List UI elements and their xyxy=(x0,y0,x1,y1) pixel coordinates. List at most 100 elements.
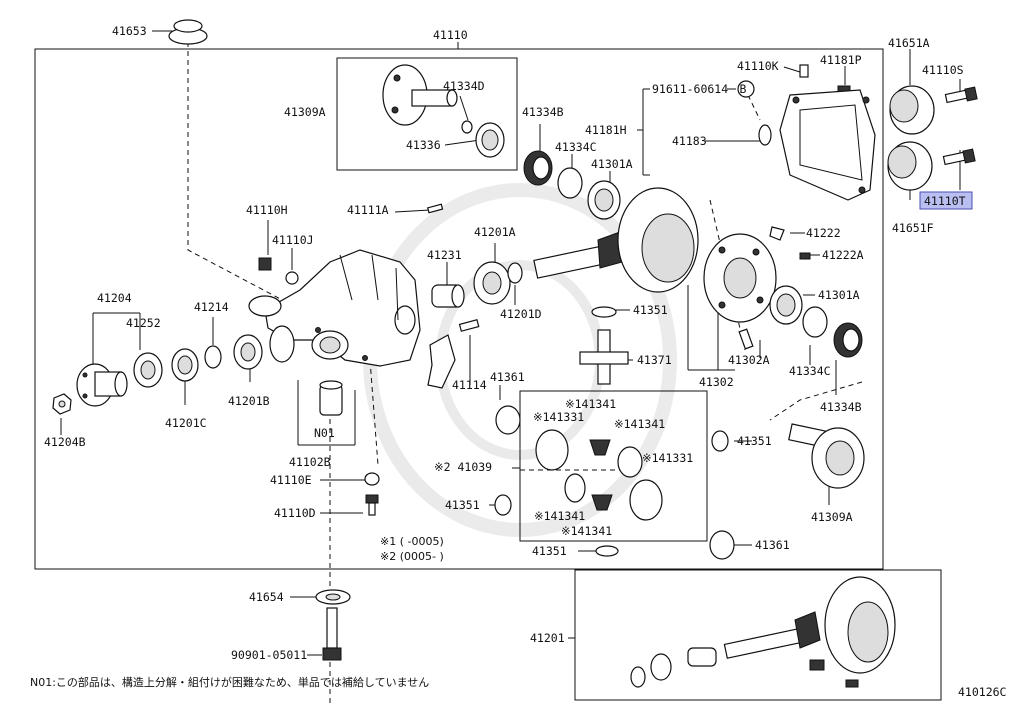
main-assembly-frame xyxy=(34,48,884,570)
label-41111a[interactable]: 41111A xyxy=(347,203,389,217)
label-41204b[interactable]: 41204B xyxy=(44,435,86,449)
thrust-washer-41351-top xyxy=(591,306,617,318)
label-41252[interactable]: 41252 xyxy=(126,316,161,330)
label-41181h[interactable]: 41181H xyxy=(585,123,627,137)
plug-41110h-shape xyxy=(258,257,272,271)
label-41351-top[interactable]: 41351 xyxy=(633,303,668,317)
label-41204[interactable]: 41204 xyxy=(97,291,132,305)
label-41110d[interactable]: 41110D xyxy=(274,506,316,520)
label-141341-c[interactable]: ※141341 xyxy=(534,509,585,523)
label-41334c-top[interactable]: 41334C xyxy=(555,140,597,154)
label-41183[interactable]: 41183 xyxy=(672,134,707,148)
differential-pinion-frame xyxy=(519,390,708,542)
label-41302[interactable]: 41302 xyxy=(699,375,734,389)
thrust-washer-41351-left xyxy=(494,494,512,516)
label-41222[interactable]: 41222 xyxy=(806,226,841,240)
shim-41334c-mid-shape xyxy=(802,306,828,338)
label-141341-b[interactable]: ※141341 xyxy=(614,417,665,431)
label-141331-a[interactable]: ※141331 xyxy=(533,410,584,424)
label-41361-top[interactable]: 41361 xyxy=(490,370,525,384)
label-41039[interactable]: ※2 41039 xyxy=(434,460,492,474)
race-41334b-top-shape xyxy=(523,150,553,186)
cross-shaft-41371-shape xyxy=(579,329,629,385)
part-shapes xyxy=(52,19,978,688)
label-41653[interactable]: 41653 xyxy=(112,24,147,38)
cover-41181h-shape xyxy=(779,89,876,201)
label-41651f[interactable]: 41651F xyxy=(892,221,934,235)
label-41301a-top[interactable]: 41301A xyxy=(591,157,633,171)
seal-41201c-shape xyxy=(171,348,199,382)
label-41334b-mid[interactable]: 41334B xyxy=(820,400,862,414)
label-41110t[interactable]: 41110T xyxy=(924,194,966,208)
label-41110s[interactable]: 41110S xyxy=(922,63,964,77)
footnote: N01:この部品は、構造上分解・組付けが困難なため、単品では補給していません xyxy=(30,675,429,689)
label-41201d[interactable]: 41201D xyxy=(500,307,542,321)
washer-41654-shape xyxy=(315,589,351,605)
label-41110h[interactable]: 41110H xyxy=(246,203,288,217)
diagram-code: 410126C xyxy=(958,685,1007,699)
ring-pinion-set-frame xyxy=(574,569,942,701)
label-41309a-top[interactable]: 41309A xyxy=(284,105,326,119)
flange-41309a-top-shape xyxy=(382,64,458,126)
label-91611-60614[interactable]: 91611-60614 xyxy=(652,82,728,96)
carrier-housing-41110-shape xyxy=(248,249,421,367)
label-41334b-top[interactable]: 41334B xyxy=(522,105,564,119)
label-41361-bot[interactable]: 41361 xyxy=(755,538,790,552)
label-41301a-mid[interactable]: 41301A xyxy=(818,288,860,302)
label-n01[interactable]: N01 xyxy=(314,426,335,440)
label-41351-mid[interactable]: 41351 xyxy=(737,434,772,448)
bearing-41201b-shape xyxy=(233,334,263,370)
label-41114[interactable]: 41114 xyxy=(452,378,487,392)
label-41201c[interactable]: 41201C xyxy=(165,416,207,430)
label-41214[interactable]: 41214 xyxy=(194,300,229,314)
label-41102b[interactable]: 41102B xyxy=(289,455,331,469)
label-41654[interactable]: 41654 xyxy=(249,590,284,604)
label-141341-d[interactable]: ※141341 xyxy=(561,524,612,538)
bearing-cap-41114-shape xyxy=(427,319,480,389)
mount-41651a-shape xyxy=(889,85,935,135)
label-141341-a[interactable]: ※141341 xyxy=(565,397,616,411)
label-41201a[interactable]: 41201A xyxy=(474,225,516,239)
label-41371[interactable]: 41371 xyxy=(637,353,672,367)
label-41651a[interactable]: 41651A xyxy=(888,36,930,50)
label-41336[interactable]: 41336 xyxy=(406,138,441,152)
ring-gear-41302-shape xyxy=(617,187,777,323)
gasket-41183-shape xyxy=(758,124,772,146)
label-41201[interactable]: 41201 xyxy=(530,631,565,645)
label-41181p[interactable]: 41181P xyxy=(820,53,862,67)
shim-41334c-top-shape xyxy=(557,167,583,199)
label-141331-b[interactable]: ※141331 xyxy=(642,451,693,465)
label-41309a-mid[interactable]: 41309A xyxy=(811,510,853,524)
gasket-41110j-shape xyxy=(285,271,299,285)
selected-part-highlight xyxy=(919,191,973,210)
flange-subassembly-frame xyxy=(336,57,518,171)
label-41110k[interactable]: 41110K xyxy=(737,59,779,73)
thrust-washer-41351-mid xyxy=(711,430,729,452)
label-41110j[interactable]: 41110J xyxy=(272,233,314,247)
label-41110[interactable]: 41110 xyxy=(433,28,468,42)
thrust-washer-41351-bot xyxy=(595,545,619,557)
label-41201b[interactable]: 41201B xyxy=(228,394,270,408)
pin-41111a-shape xyxy=(426,203,444,214)
race-41102b-shape xyxy=(269,325,295,363)
label-41231[interactable]: 41231 xyxy=(427,248,462,262)
label-41110e[interactable]: 41110E xyxy=(270,473,312,487)
label-41334d[interactable]: 41334D xyxy=(443,79,485,93)
label-90901-05011[interactable]: 90901-05011 xyxy=(231,648,307,662)
drive-pinion-shape xyxy=(533,231,623,279)
label-41222a[interactable]: 41222A xyxy=(822,248,864,262)
label-41302a[interactable]: 41302A xyxy=(728,353,770,367)
label-41351-left[interactable]: 41351 xyxy=(445,498,480,512)
gasket-41110e-shape xyxy=(364,472,380,486)
label-41334c-mid[interactable]: 41334C xyxy=(789,364,831,378)
race-41334b-mid-shape xyxy=(833,322,863,358)
breather-41110k-shape xyxy=(799,64,809,78)
flange-41309a-mid-shape xyxy=(788,423,865,489)
label-41351-bot[interactable]: 41351 xyxy=(532,544,567,558)
washer-41361-top xyxy=(495,405,521,435)
nut-41204b-shape xyxy=(52,393,72,415)
seal-41336-shape xyxy=(475,122,505,158)
note-1: ※1 ( -0005) xyxy=(380,535,444,548)
cap-41653-shape xyxy=(168,19,208,45)
